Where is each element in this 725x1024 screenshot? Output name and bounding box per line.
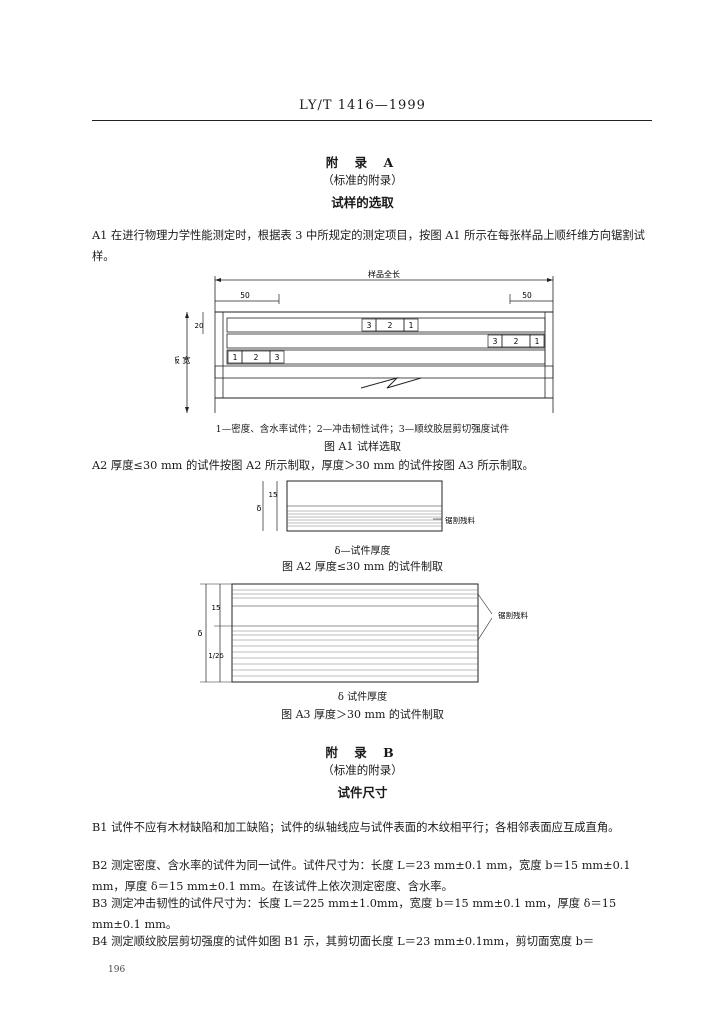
cell-bottom-2: 2 <box>254 353 259 362</box>
appendix-b-heading: 试件尺寸 <box>337 785 388 800</box>
standard-number: LY/T 1416—1999 <box>299 98 426 113</box>
header-rule <box>92 120 652 121</box>
figure-a3-legend: δ 试件厚度 <box>337 692 388 703</box>
cell-top-3: 3 <box>367 321 372 330</box>
appendix-a-heading: 试样的选取 <box>331 195 394 210</box>
dim-left-50: 50 <box>240 291 250 300</box>
cell-bottom-1: 1 <box>233 353 238 362</box>
a2-dim-delta: δ <box>257 504 262 513</box>
full-length-label: 样品全长 <box>368 269 400 279</box>
appendix-b-subtitle: （标准的附录） <box>322 763 403 777</box>
dim-20: 20 <box>195 322 204 330</box>
paragraph-b1: B1 试件不应有木材缺陷和加工缺陷；试件的纵轴线应与试件表面的木纹相平行；各相邻… <box>92 821 620 834</box>
paragraph-b4: B4 测定顺纹胶层剪切强度的试件如图 B1 示，其剪切面长度 L＝23 mm±0… <box>92 935 595 948</box>
cell-bottom-3: 3 <box>275 353 280 362</box>
a3-dim-15: 15 <box>212 604 221 612</box>
figure-a1-legend: 1—密度、含水率试件；2—冲击韧性试件；3—顺纹胶层剪切强度试件 <box>215 424 510 435</box>
paragraph-b3: B3 测定冲击韧性的试件尺寸为：长度 L＝225 mm±1.0mm，宽度 b＝1… <box>92 897 617 931</box>
board-width-label: 板 宽 <box>175 355 190 365</box>
a3-dim-delta: δ <box>198 629 203 638</box>
a2-dim-15: 15 <box>269 491 278 499</box>
dim-right-50: 50 <box>522 291 532 300</box>
figure-a2-diagram: 15 δ 锯割残料 <box>257 480 475 532</box>
a2-waste-label: 锯割残料 <box>445 515 475 525</box>
figure-a2-legend: δ—试件厚度 <box>334 546 391 557</box>
paragraph-b2: B2 测定密度、含水率的试件为同一试件。试件尺寸为：长度 L＝23 mm±0.1… <box>92 859 631 893</box>
appendix-b-title: 附 录 B <box>325 745 400 760</box>
cell-top-2: 2 <box>388 321 393 330</box>
page-number: 196 <box>108 965 126 975</box>
a3-dim-half: 1/2δ <box>208 652 224 660</box>
figure-a3-diagram: 15 1/2δ δ 锯割残料 <box>198 583 528 683</box>
paragraph-a2: A2 厚度≤30 mm 的试件按图 A2 所示制取，厚度＞30 mm 的试件按图… <box>92 459 534 472</box>
figure-a3-caption: 图 A3 厚度＞30 mm 的试件制取 <box>281 708 444 721</box>
appendix-a-title: 附 录 A <box>325 155 400 170</box>
appendix-a-subtitle: （标准的附录） <box>322 173 403 187</box>
figure-a2-caption: 图 A2 厚度≤30 mm 的试件制取 <box>281 560 443 573</box>
figure-a1-diagram: 样品全长 50 50 3 2 1 3 2 1 1 2 3 板 宽 20 <box>175 269 554 413</box>
cell-top-1: 1 <box>409 321 414 330</box>
paragraph-a1: A1 在进行物理力学性能测定时，根据表 3 中所规定的测定项目，按图 A1 所示… <box>92 229 645 263</box>
cell-mid-3: 3 <box>493 337 498 346</box>
figure-a1-caption: 图 A1 试样选取 <box>324 440 401 453</box>
a3-waste-label: 锯割残料 <box>498 610 528 620</box>
cell-mid-2: 2 <box>514 337 519 346</box>
cell-mid-1: 1 <box>535 337 540 346</box>
